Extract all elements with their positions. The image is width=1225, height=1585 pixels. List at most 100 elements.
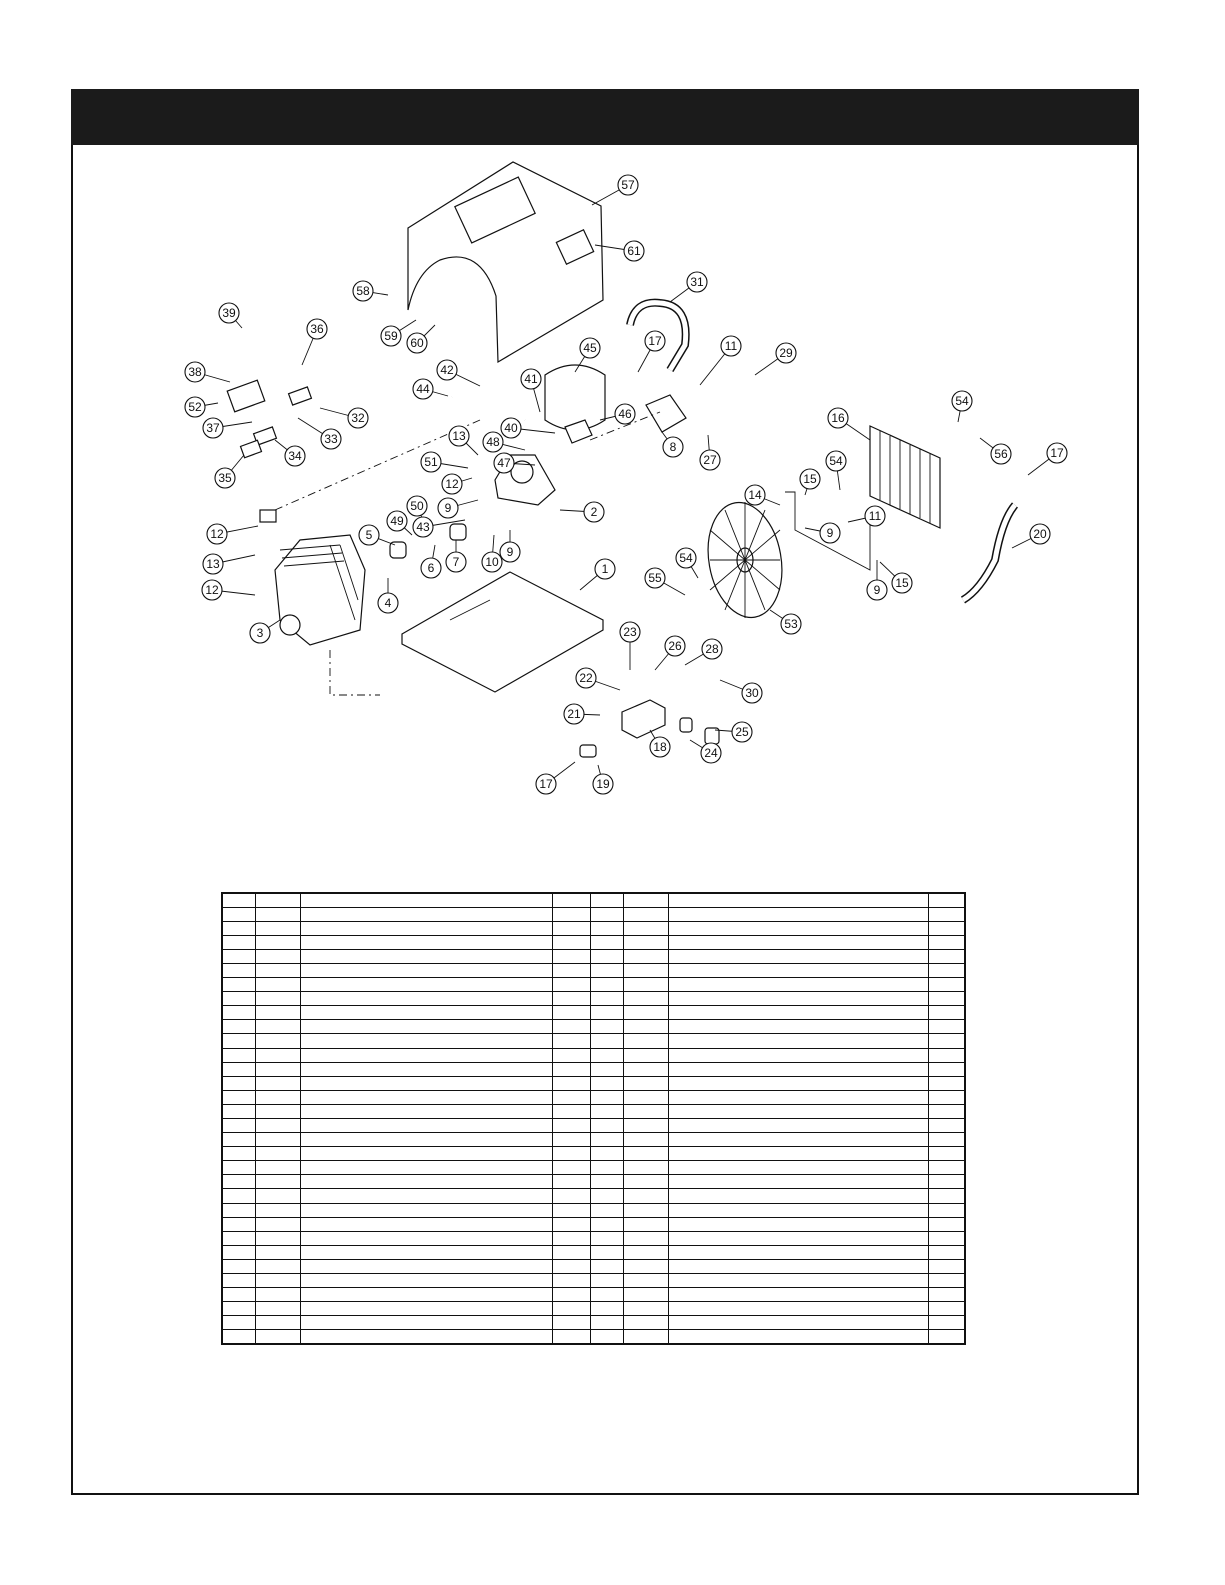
table-cell [551, 1174, 591, 1190]
callout-circle [184, 361, 206, 383]
callout-number: 51 [424, 455, 438, 469]
table-cell [667, 1258, 929, 1275]
table-row [221, 948, 966, 964]
table-cell [254, 991, 301, 1007]
callout-number: 48 [486, 435, 500, 449]
table-cell [254, 1174, 301, 1190]
callout-circle [1029, 523, 1051, 545]
callout-number: 13 [452, 429, 466, 443]
table-cell [221, 1202, 256, 1218]
callout-circle [218, 302, 240, 324]
callout-17: 17 [535, 761, 576, 795]
table-cell [299, 948, 553, 964]
table-cell [299, 1202, 553, 1218]
table-row [221, 1244, 966, 1260]
callout-number: 6 [428, 561, 435, 575]
callout-circle [249, 622, 271, 644]
table-cell [254, 1315, 301, 1331]
table-row [221, 1019, 966, 1035]
callout-36: 36 [301, 318, 328, 366]
callout-number: 3 [257, 626, 264, 640]
callout-15: 15 [879, 561, 913, 594]
table-cell [589, 1089, 624, 1105]
callout-54: 54 [951, 390, 973, 423]
table-row [221, 1146, 966, 1162]
table-cell [667, 1146, 929, 1162]
table-cell [589, 1019, 624, 1035]
table-cell [221, 962, 256, 979]
header-bar [71, 89, 1139, 145]
table-cell [927, 1273, 966, 1289]
table-cell [667, 1315, 929, 1331]
table-cell [667, 934, 929, 950]
callout-9: 9 [499, 530, 521, 563]
callout-circle [1046, 442, 1068, 464]
table-cell [622, 1019, 669, 1035]
table-cell [221, 1103, 256, 1120]
callout-circle [649, 736, 671, 758]
callout-number: 9 [507, 545, 514, 559]
callout-number: 31 [690, 275, 704, 289]
callout-45: 45 [574, 337, 601, 373]
callout-circle [951, 390, 973, 412]
table-cell [589, 991, 624, 1007]
table-cell [221, 1273, 256, 1289]
table-cell [254, 892, 301, 908]
table-cell [622, 1174, 669, 1190]
callout-number: 58 [356, 284, 370, 298]
table-cell [551, 1047, 591, 1063]
table-cell [551, 906, 591, 922]
table-cell [254, 1188, 301, 1204]
callout-number: 57 [621, 178, 635, 192]
table-cell [927, 1117, 966, 1134]
callout-circle [347, 407, 369, 429]
callout-circle [575, 667, 597, 689]
callout-number: 21 [567, 707, 581, 721]
table-cell [221, 1117, 256, 1134]
table-cell [589, 1047, 624, 1063]
callout-circle [644, 567, 666, 589]
table-row [221, 1329, 966, 1345]
callout-26: 26 [654, 635, 686, 671]
callout-57: 57 [591, 174, 639, 206]
callout-number: 60 [410, 336, 424, 350]
callout-59: 59 [380, 319, 417, 347]
table-cell [551, 948, 591, 964]
radiator [869, 425, 941, 529]
table-cell [589, 1174, 624, 1190]
callout-number: 43 [416, 520, 430, 534]
callout-circle [320, 428, 342, 450]
table-cell [927, 1230, 966, 1246]
table-cell [221, 934, 256, 950]
table-cell [667, 977, 929, 993]
table-cell [622, 1287, 669, 1303]
table-cell [622, 1244, 669, 1260]
callout-25: 25 [714, 721, 753, 743]
callout-43: 43 [412, 516, 466, 538]
table-cell [622, 962, 669, 979]
callout-circle [437, 497, 459, 519]
table-cell [254, 1258, 301, 1275]
table-cell [551, 1315, 591, 1331]
table-cell [622, 1329, 669, 1345]
callout-circle [563, 703, 585, 725]
table-cell [221, 906, 256, 922]
table-cell [667, 1019, 929, 1035]
table-cell [551, 1117, 591, 1134]
table-cell [254, 1244, 301, 1260]
callout-circle [412, 516, 434, 538]
table-cell [299, 1146, 553, 1162]
callout-circle [481, 551, 503, 573]
table-cell [927, 906, 966, 922]
table-cell [589, 1188, 624, 1204]
callout-circle [990, 443, 1012, 465]
callout-number: 26 [668, 639, 682, 653]
callout-31: 31 [669, 271, 708, 303]
table-cell [254, 1329, 301, 1345]
callout-54: 54 [675, 547, 699, 579]
callout-28: 28 [684, 638, 723, 666]
callout-circle [619, 621, 641, 643]
table-row [221, 1005, 966, 1021]
table-cell [927, 1075, 966, 1091]
table-cell [221, 1258, 256, 1275]
